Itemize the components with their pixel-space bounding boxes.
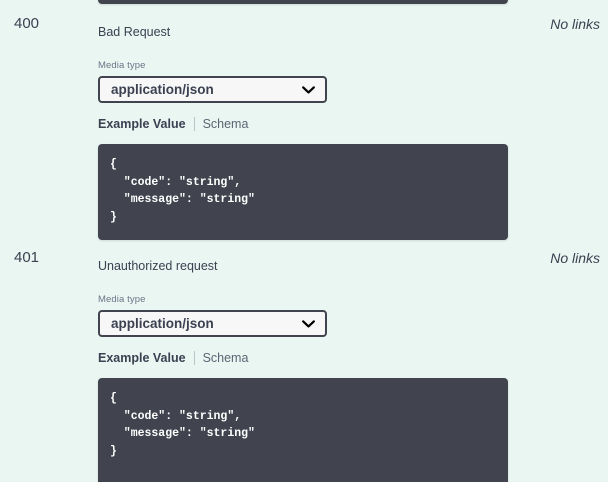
media-type-selected-value: application/json bbox=[111, 316, 214, 331]
example-value-code-block[interactable]: { "code": "string", "message": "string" … bbox=[98, 378, 508, 482]
media-type-select[interactable]: application/json bbox=[98, 76, 327, 103]
previous-code-block-edge bbox=[98, 0, 508, 4]
status-code: 401 bbox=[14, 249, 40, 266]
tab-example-value[interactable]: Example Value bbox=[98, 351, 186, 365]
tab-schema[interactable]: Schema bbox=[202, 351, 249, 365]
response-details: Bad Request Media type application/json … bbox=[98, 12, 518, 240]
links-label: No links bbox=[550, 16, 600, 32]
media-type-label: Media type bbox=[98, 294, 146, 305]
example-value-code-block[interactable]: { "code": "string", "message": "string" … bbox=[98, 144, 508, 240]
media-type-block: Media type application/json bbox=[98, 294, 518, 337]
example-value-code: { "code": "string", "message": "string" … bbox=[110, 158, 255, 224]
chevron-down-icon bbox=[302, 312, 315, 335]
example-value-code: { "code": "string", "message": "string" … bbox=[110, 392, 255, 458]
tab-divider bbox=[193, 117, 195, 131]
media-type-selected-value: application/json bbox=[111, 82, 214, 97]
media-type-label: Media type bbox=[98, 60, 146, 71]
response-description: Bad Request bbox=[98, 25, 171, 39]
tab-example-value[interactable]: Example Value bbox=[98, 117, 186, 131]
chevron-down-icon bbox=[302, 78, 315, 101]
example-schema-tabs: Example Value Schema bbox=[98, 115, 518, 133]
tab-divider bbox=[193, 351, 195, 365]
tab-schema[interactable]: Schema bbox=[202, 117, 249, 131]
media-type-block: Media type application/json bbox=[98, 60, 518, 103]
media-type-select[interactable]: application/json bbox=[98, 310, 327, 337]
status-code: 400 bbox=[14, 15, 40, 32]
example-schema-tabs: Example Value Schema bbox=[98, 349, 518, 367]
response-description: Unauthorized request bbox=[98, 259, 218, 273]
response-details: Unauthorized request Media type applicat… bbox=[98, 246, 518, 482]
links-label: No links bbox=[550, 250, 600, 266]
